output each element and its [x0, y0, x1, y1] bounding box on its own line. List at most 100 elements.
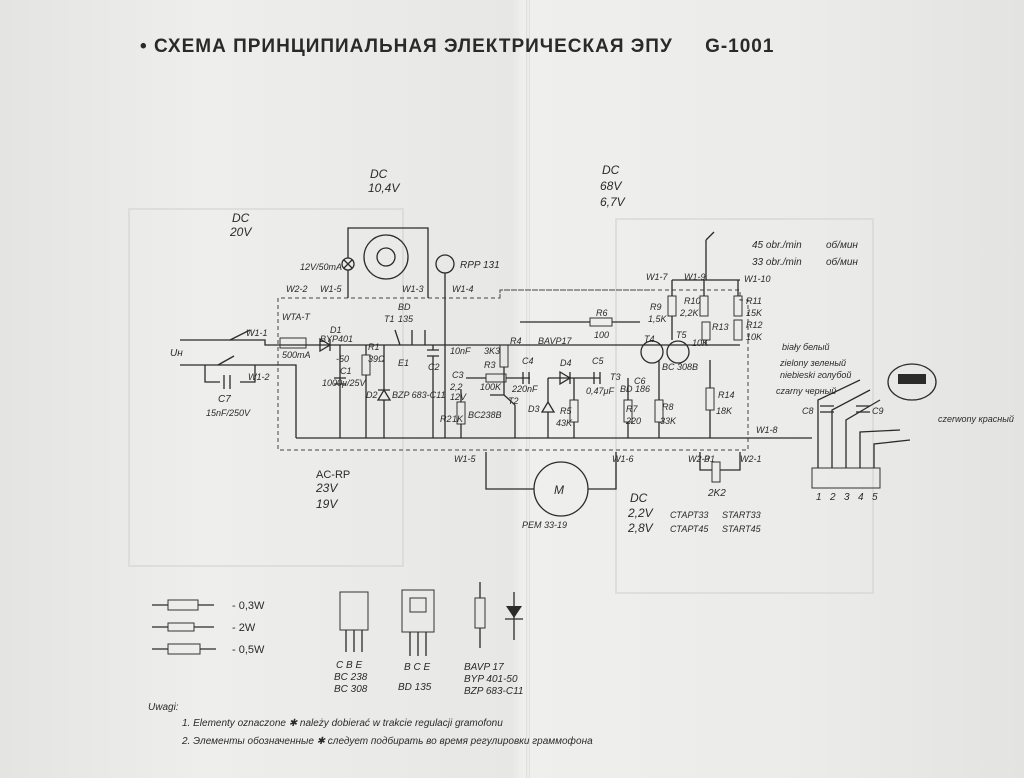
cable-pin-2: 2: [829, 492, 836, 503]
label-r10-val: 2,2K: [679, 308, 700, 318]
resistor-r4-symbol: [499, 344, 509, 368]
switch-c7: [217, 355, 235, 366]
diode-d1-symbol: [319, 337, 332, 353]
label-d2-type: BZP 683-C11: [392, 390, 446, 400]
legend-to92-leads: [345, 630, 363, 652]
label-p1-val: 2K2: [707, 488, 726, 499]
label-r4-val: 3K3: [484, 346, 500, 356]
label-d2: D2: [366, 390, 378, 400]
resistor-r10-symbol: [699, 295, 709, 317]
legend-to126-type: BD 135: [398, 682, 432, 693]
resistor-r11-symbol: [733, 295, 743, 317]
fuse-symbol: [279, 337, 307, 349]
board-outline: [277, 289, 749, 451]
wire-lamp-loop: [347, 227, 429, 298]
bleed-through-frame-right: [615, 218, 874, 594]
connector-w1-8: W1-8: [756, 425, 778, 435]
legend-diode-type-2: BYP 401-50: [464, 674, 518, 685]
label-c8: C8: [802, 406, 814, 416]
wire-r7-r8: [627, 360, 660, 438]
potentiometer-p1-symbol: [711, 461, 721, 483]
label-c1: C1: [340, 366, 352, 376]
legend-resistor-03w: [167, 599, 199, 611]
resistor-r9-symbol: [667, 295, 677, 317]
wire-t2: [490, 367, 516, 438]
connector-w1-9: W1-9: [684, 272, 706, 282]
label-r7-val: 220: [625, 416, 641, 426]
label-fuse: 500mA: [282, 350, 311, 360]
title-model: G-1001: [705, 36, 775, 57]
resistor-r3-symbol: [485, 373, 507, 383]
legend-label-05w: - 0,5W: [232, 644, 265, 656]
connector-w1-5: W1-5: [320, 284, 342, 294]
button-start45: START45: [722, 524, 762, 534]
label-d1-val: -50: [336, 354, 349, 364]
label-c4: C4: [522, 356, 534, 366]
legend-to92-package: [339, 591, 369, 631]
notes-heading: Uwagi:: [148, 702, 179, 713]
label-d4: D4: [560, 358, 572, 368]
label-r10: R10: [684, 296, 701, 306]
label-r4: R4: [510, 336, 522, 346]
label-dc-104v: 10,4V: [368, 181, 400, 195]
cable-pin-1: 1: [816, 492, 822, 503]
label-t3: T3: [610, 372, 621, 382]
label-speed-45-ru: об/мин: [826, 239, 858, 251]
button-start33: START33: [722, 510, 761, 520]
label-c1-val: 1000μ/25V: [322, 378, 366, 388]
label-lamp: 12V/50mA: [300, 262, 342, 272]
label-speed-45: 45 obr./min: [752, 240, 802, 251]
label-dc-68v: 68V: [600, 179, 622, 193]
label-t1-type: BD: [398, 302, 411, 312]
label-r3: R3: [484, 360, 496, 370]
label-t3-type: BD 186: [620, 384, 650, 394]
legend-to126-pins: B C E: [404, 662, 430, 673]
label-wta: WTA-T: [282, 312, 311, 322]
switch-w1-1: [229, 329, 251, 341]
title-main: СХЕМА ПРИНЦИПИАЛЬНАЯ ЭЛЕКТРИЧЕСКАЯ ЭПУ: [153, 36, 673, 57]
note-polish: 1. Elementy oznaczone ✱ należy dobierać …: [182, 718, 503, 729]
label-c7-value: 15nF/250V: [206, 408, 251, 418]
legend-diode-bar: [505, 592, 523, 640]
label-r3-val: 100K: [480, 382, 502, 392]
connector-w2-3: W2-3: [688, 454, 710, 464]
legend-to92-type-1: BC 238: [334, 672, 368, 683]
label-c5: C5: [592, 356, 604, 366]
label-dc-left: DC: [232, 211, 250, 225]
button-start33-ru: СТАРТ33: [670, 510, 708, 520]
label-r12-val: 10K: [746, 332, 763, 342]
label-p1: P1: [704, 454, 715, 464]
label-d3-type: BAVP17: [538, 336, 573, 346]
capacitor-c5-symbol: [593, 372, 601, 384]
capacitor-c1-symbol: [334, 377, 346, 385]
cable-pin-4: 4: [858, 492, 864, 503]
label-dc-top: DC: [370, 167, 388, 181]
label-t4: T4: [644, 334, 655, 344]
board-outline-upper: [499, 289, 650, 298]
label-ac-19v: 19V: [316, 497, 338, 511]
label-c3-val: 2,2: [449, 382, 463, 392]
resistor-r12-symbol: [733, 319, 743, 341]
wire-input-right: [180, 364, 297, 438]
connector-w1-10: W1-10: [744, 274, 771, 284]
transistor-t4-symbol: [640, 340, 664, 364]
label-dc-22v: 2,2V: [627, 506, 654, 520]
label-d1-type: BYP401: [320, 334, 353, 344]
connector-w2-2: W2-2: [286, 284, 308, 294]
transistor-t5-symbol: [666, 340, 690, 364]
page-title: • СХЕМА ПРИНЦИПИАЛЬНАЯ ЭЛЕКТРИЧЕСКАЯ ЭПУ…: [140, 36, 774, 58]
label-t2-type: BC238B: [468, 410, 502, 420]
cable-blue: niebieski голубой: [780, 370, 851, 380]
label-t45-type: BC 308B: [662, 362, 698, 372]
label-r2-val: 1K: [452, 414, 464, 424]
legend-diode-type-1: BAVP 17: [464, 662, 504, 673]
connector-w2-1: W2-1: [740, 454, 762, 464]
cable-pin-5: 5: [872, 492, 878, 503]
zener-d2-symbol: [376, 388, 392, 401]
cable-red: czerwony красный: [938, 414, 1014, 424]
connector-w1-1: W1-1: [246, 328, 268, 338]
capacitor-c4-symbol: [522, 372, 530, 384]
label-c9: C9: [872, 406, 884, 416]
label-r2: R2: [440, 414, 452, 424]
capacitor-c2-symbol: [427, 349, 439, 357]
